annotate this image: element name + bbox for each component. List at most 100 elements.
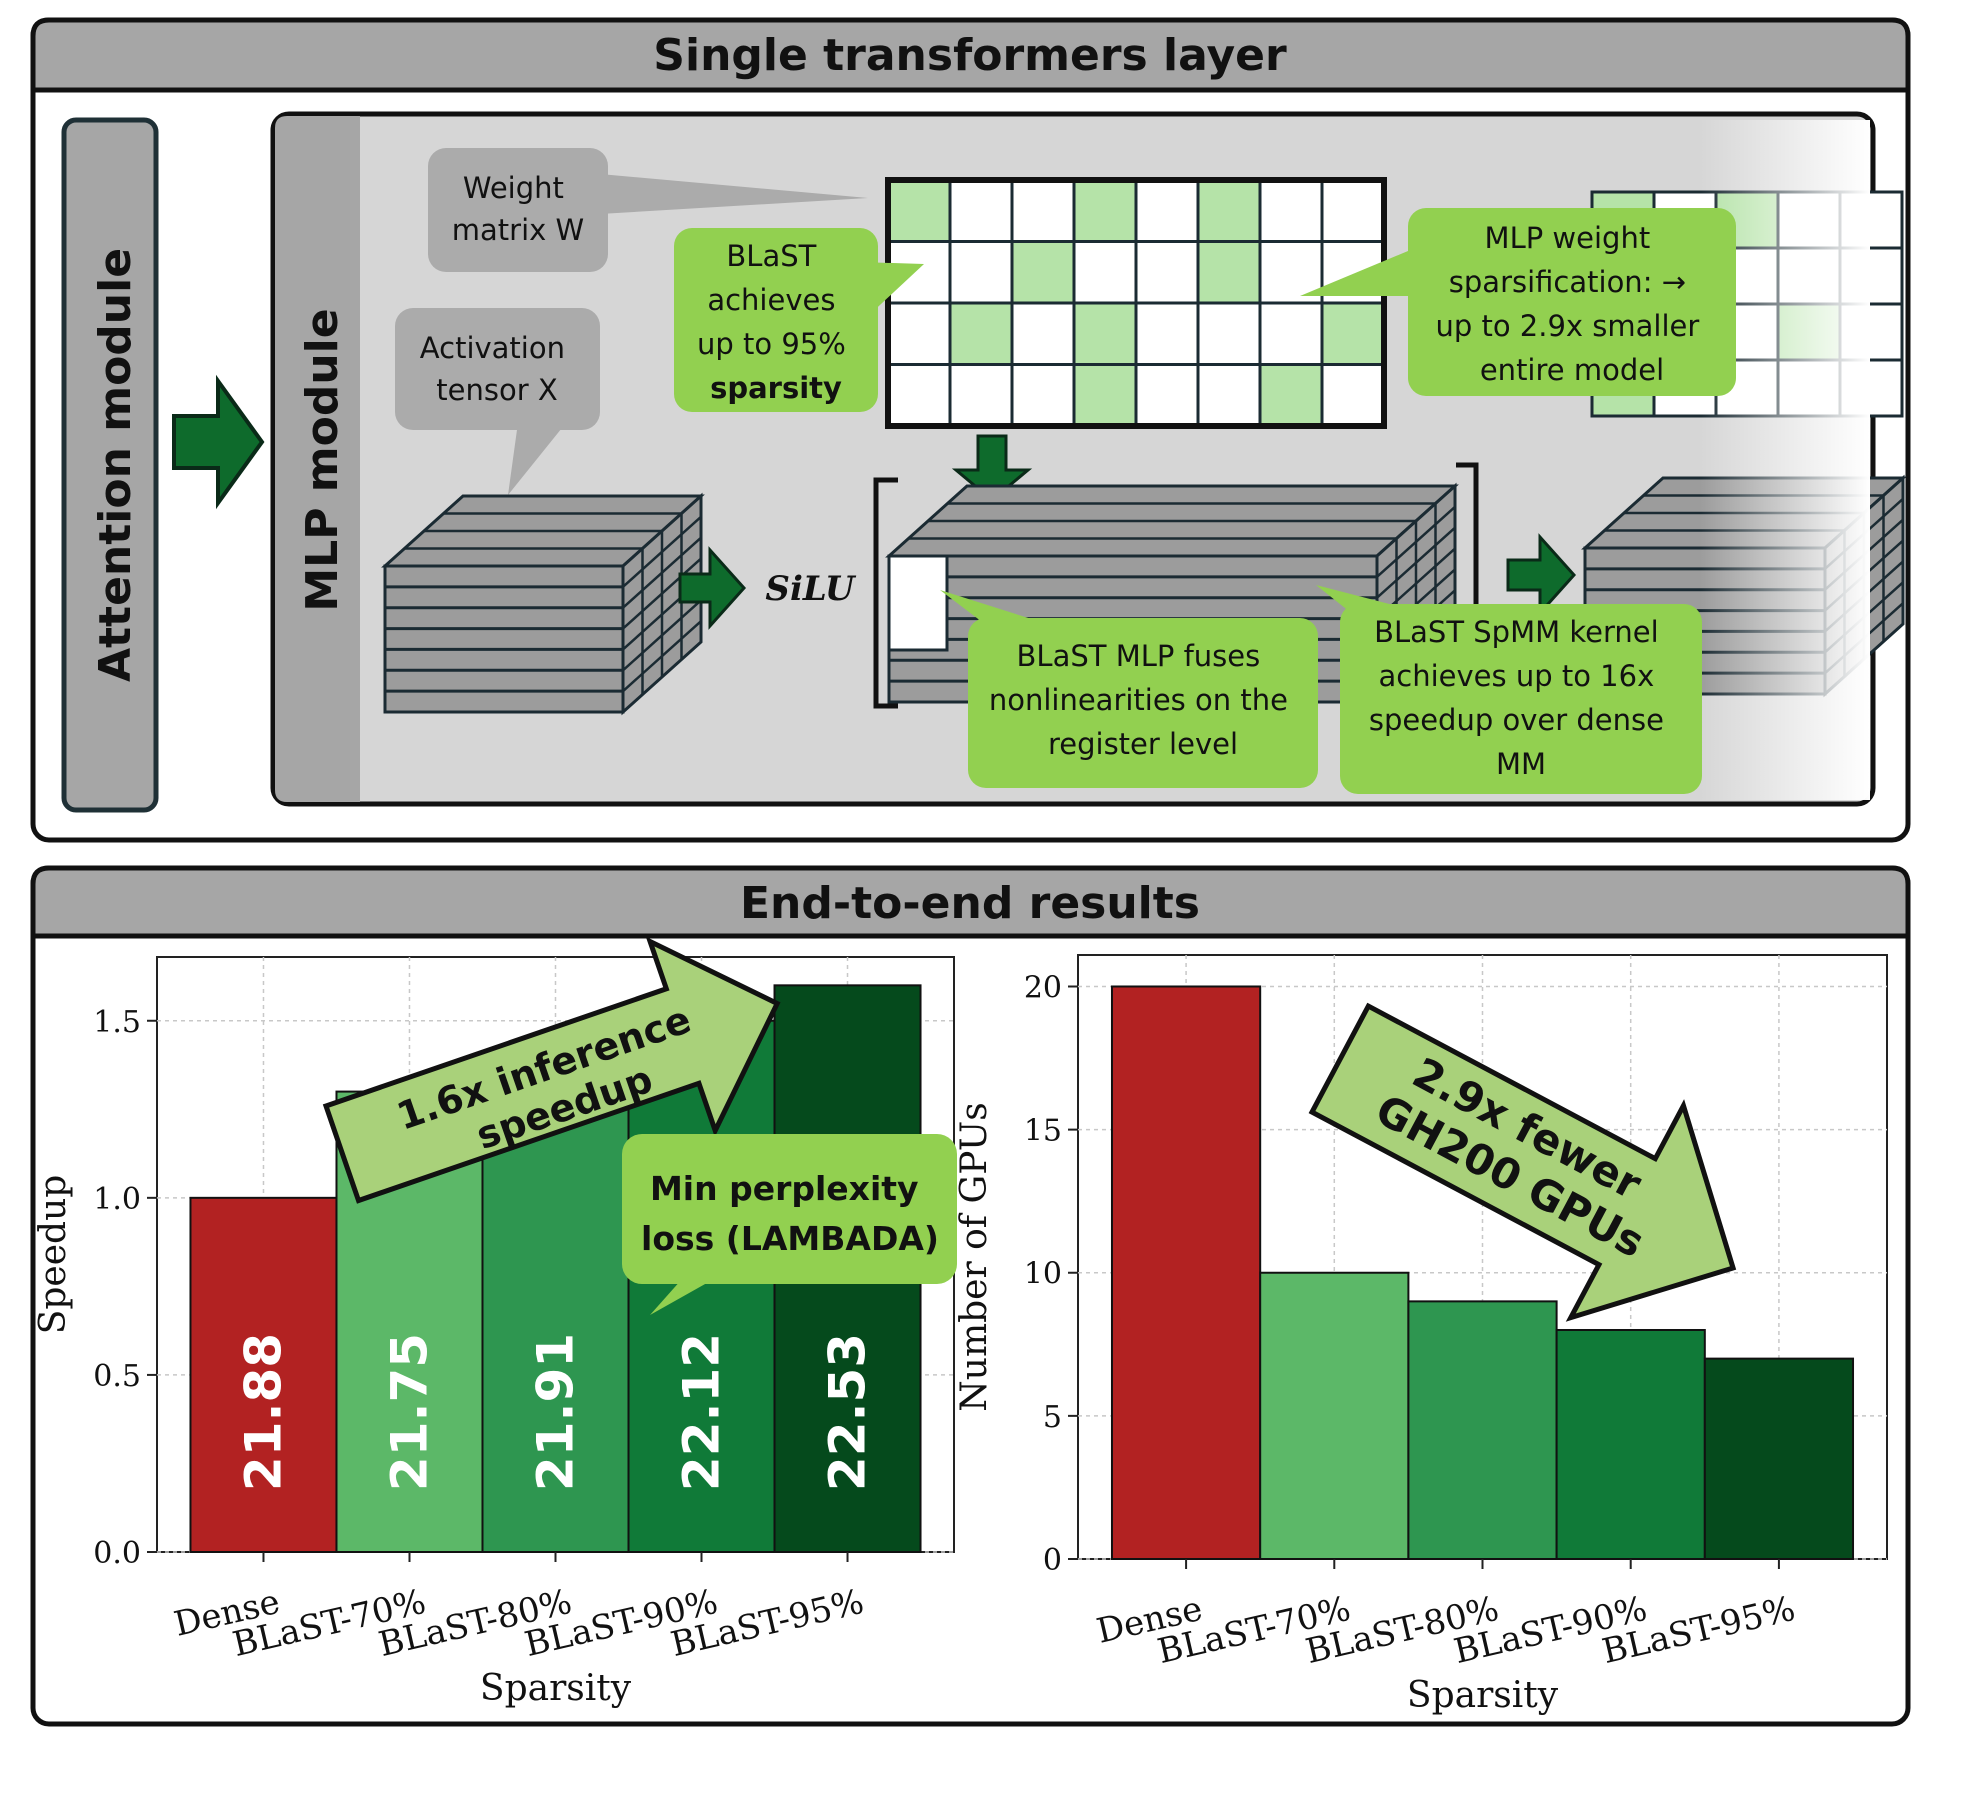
activation-callout-line: Activation bbox=[420, 331, 565, 365]
y-tick-label: 1.5 bbox=[93, 1005, 141, 1040]
matrix-cell bbox=[1320, 301, 1386, 366]
sparse-weight-matrix bbox=[885, 177, 1387, 429]
top-panel: Single transformers layer Attention modu… bbox=[30, 17, 1911, 843]
matrix-cell bbox=[1072, 178, 1138, 243]
y-axis-label: Speedup bbox=[33, 1175, 74, 1335]
flow-arrow-icon bbox=[678, 546, 747, 630]
sparsity-callout-line: BLaST bbox=[726, 239, 816, 273]
matrix-cell bbox=[948, 363, 1014, 428]
kernel-callout-line: achieves up to 16x bbox=[1379, 659, 1655, 693]
matrix-cell bbox=[886, 178, 952, 243]
bar bbox=[1555, 1328, 1706, 1560]
matrix-cell bbox=[1134, 301, 1200, 366]
matrix-cell bbox=[1134, 363, 1200, 428]
y-tick-label: 15 bbox=[1024, 1114, 1062, 1149]
matrix-cell bbox=[886, 363, 952, 428]
svg-text:BLaST achieves: BLaST achieves up to 95% sparsity bbox=[697, 239, 855, 405]
kernel-callout-line: speedup over dense bbox=[1369, 703, 1664, 737]
bar bbox=[189, 1196, 338, 1554]
bottom-panel-title: End-to-end results bbox=[740, 878, 1200, 929]
x-axis-label: Sparsity bbox=[1407, 1675, 1559, 1716]
matrix-cell bbox=[1072, 301, 1138, 366]
perplexity-callout-line: loss (LAMBADA) bbox=[641, 1219, 939, 1258]
attention-module-label: Attention module bbox=[90, 248, 141, 682]
sparsity-callout: BLaST achieves up to 95% sparsity bbox=[674, 228, 924, 412]
top-panel-title: Single transformers layer bbox=[653, 30, 1287, 81]
svg-text:BLaST MLP fuses nonlin: BLaST MLP fuses nonlinearities on the re… bbox=[989, 639, 1297, 761]
fuse-callout-line: register level bbox=[1048, 727, 1238, 761]
matrix-cell bbox=[1134, 178, 1200, 243]
activation-callout-line: tensor X bbox=[436, 373, 557, 407]
y-tick-label: 5 bbox=[1043, 1400, 1062, 1435]
flow-arrow-icon bbox=[1506, 533, 1577, 617]
fuse-callout-line: nonlinearities on the bbox=[989, 683, 1288, 717]
matrix-cell bbox=[1010, 240, 1076, 305]
bar bbox=[1259, 1271, 1410, 1560]
matrix-cell bbox=[1258, 301, 1324, 366]
matrix-cell bbox=[1072, 240, 1138, 305]
sparsity-callout-line: sparsity bbox=[710, 371, 842, 405]
perplexity-callout-line: Min perplexity bbox=[650, 1169, 919, 1208]
activation-tensor-callout: Activation tensor X bbox=[395, 308, 600, 495]
matrix-cell bbox=[1010, 363, 1076, 428]
bar bbox=[1110, 985, 1262, 1560]
activation-tensor-cube bbox=[381, 492, 705, 716]
flow-arrow-icon bbox=[172, 374, 265, 510]
matrix-cell bbox=[948, 301, 1014, 366]
matrix-cell bbox=[1010, 178, 1076, 243]
svg-text:BLaST SpMM kernel achi: BLaST SpMM kernel achieves up to 16x spe… bbox=[1369, 615, 1673, 781]
perplexity-callout: Min perplexity loss (LAMBADA) bbox=[622, 1134, 957, 1315]
weight-callout-line: matrix W bbox=[452, 213, 584, 247]
model-callout-line: sparsification: → bbox=[1449, 265, 1686, 299]
svg-text:Min perplexity loss (LAM: Min perplexity loss (LAMBADA) bbox=[641, 1169, 939, 1258]
matrix-cell bbox=[1196, 240, 1262, 305]
attention-module: Attention module bbox=[61, 117, 159, 813]
y-tick-label: 1.0 bbox=[93, 1182, 141, 1217]
kernel-callout: BLaST SpMM kernel achieves up to 16x spe… bbox=[1316, 585, 1702, 794]
fuse-callout-line: BLaST MLP fuses bbox=[1017, 639, 1261, 673]
cube-notch bbox=[887, 554, 949, 652]
matrix-cell bbox=[1010, 301, 1076, 366]
model-callout-line: MLP weight bbox=[1485, 221, 1651, 255]
matrix-cell bbox=[948, 240, 1014, 305]
y-tick-label: 20 bbox=[1024, 970, 1062, 1005]
matrix-cell bbox=[948, 178, 1014, 243]
matrix-cell bbox=[1258, 178, 1324, 243]
bar-data-label: 22.53 bbox=[819, 1333, 877, 1491]
bar bbox=[627, 1019, 776, 1553]
matrix-cell bbox=[1134, 240, 1200, 305]
gpu-chart: 05101520DenseBLaST-70%BLaST-80%BLaST-90%… bbox=[954, 954, 1888, 1716]
sparsity-callout-line: up to 95% bbox=[697, 327, 846, 361]
fusion-callout: BLaST MLP fuses nonlinearities on the re… bbox=[940, 590, 1318, 788]
silu-label: SiLU bbox=[765, 569, 857, 609]
matrix-cell bbox=[886, 301, 952, 366]
matrix-cell bbox=[1320, 178, 1386, 243]
big-arrow-icon bbox=[322, 936, 781, 1204]
model-callout-line: entire model bbox=[1480, 353, 1664, 387]
matrix-cell bbox=[1320, 363, 1386, 428]
matrix-cell bbox=[1196, 301, 1262, 366]
matrix-cell bbox=[1196, 178, 1262, 243]
bar bbox=[1703, 1357, 1855, 1560]
y-axis-label: Number of GPUs bbox=[954, 1102, 995, 1411]
matrix-cell bbox=[1258, 363, 1324, 428]
y-tick-label: 0.5 bbox=[93, 1359, 141, 1394]
svg-text:Weight matrix W: Weight matrix W bbox=[452, 171, 584, 247]
weight-callout-line: Weight bbox=[463, 171, 564, 205]
big-arrow-icon bbox=[1308, 1002, 1737, 1322]
svg-text:Activation tensor X: Activation tensor X bbox=[420, 331, 574, 407]
y-tick-label: 0 bbox=[1043, 1543, 1062, 1578]
y-tick-label: 10 bbox=[1024, 1257, 1062, 1292]
model-callout-line: up to 2.9x smaller bbox=[1435, 309, 1699, 343]
bar-data-label: 21.75 bbox=[380, 1333, 438, 1491]
weight-matrix-callout: Weight matrix W bbox=[428, 148, 868, 272]
matrix-cell bbox=[1072, 363, 1138, 428]
kernel-callout-line: MM bbox=[1496, 747, 1546, 781]
mlp-module-label: MLP module bbox=[297, 308, 348, 611]
svg-text:MLP weight sparsificat: MLP weight sparsification: → up to 2.9x … bbox=[1435, 221, 1708, 387]
model-size-callout: MLP weight sparsification: → up to 2.9x … bbox=[1300, 208, 1736, 396]
bracket-left bbox=[873, 477, 898, 709]
bar bbox=[1407, 1300, 1558, 1560]
cube-front-face bbox=[383, 564, 625, 714]
